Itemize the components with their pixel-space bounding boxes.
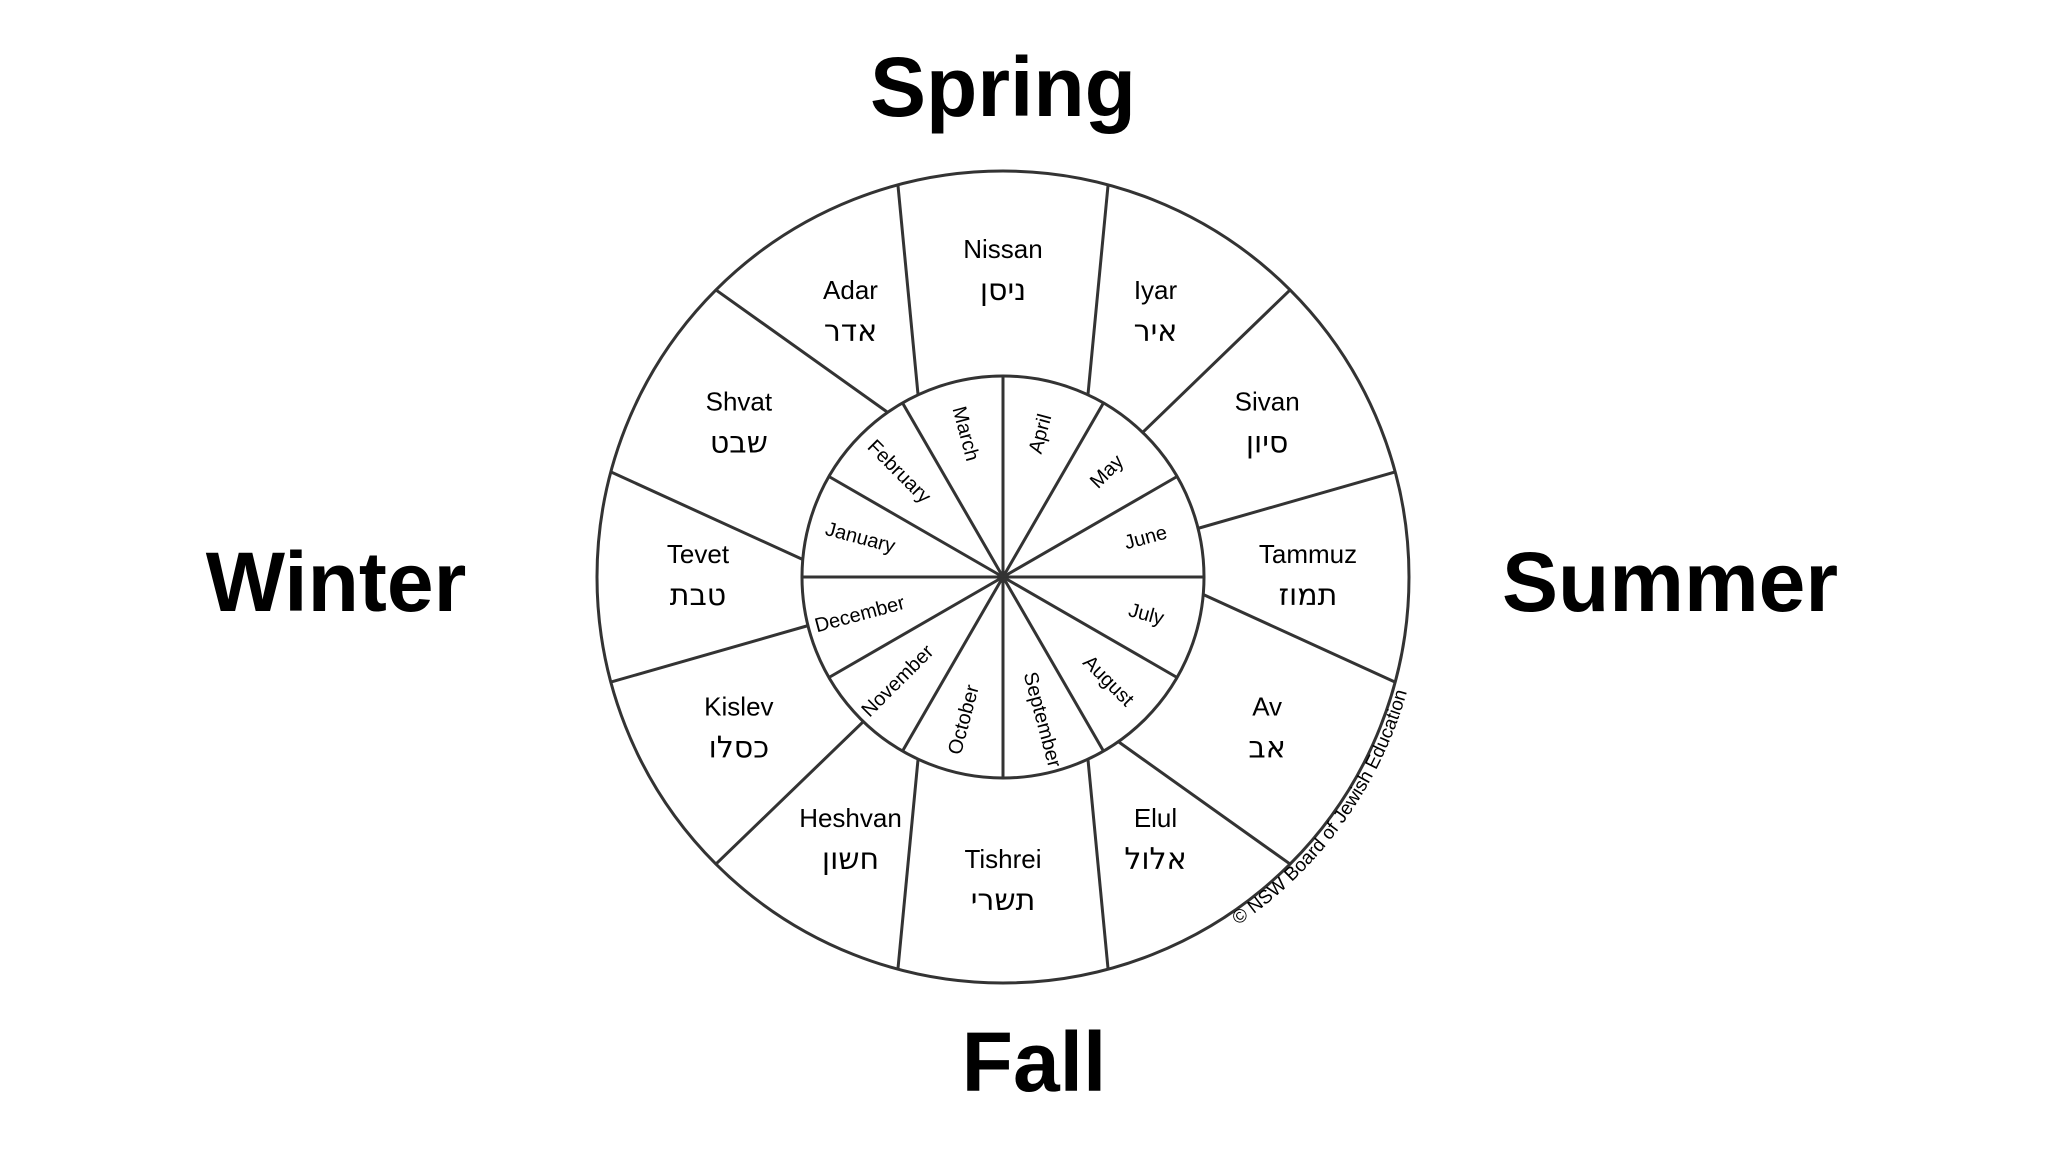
hebrew-month-script: שבט — [710, 426, 768, 461]
hebrew-month-script: אדר — [824, 314, 877, 349]
hebrew-sector-divider — [1117, 740, 1291, 866]
hebrew-month-name: Tishrei — [964, 844, 1041, 874]
hebrew-month-script: כסלו — [709, 731, 770, 766]
gregorian-sector-divider — [828, 575, 1004, 679]
hebrew-sector-divider — [610, 470, 804, 561]
hebrew-sector-divider — [1141, 288, 1292, 434]
hebrew-month-name: Adar — [823, 275, 878, 305]
gregorian-month-label: June — [1122, 522, 1170, 554]
hebrew-month-name: Heshvan — [799, 803, 902, 833]
gregorian-sector-divider — [1002, 575, 1178, 679]
gregorian-sector-divider — [901, 576, 1005, 752]
gregorian-month-label: March — [948, 404, 984, 463]
gregorian-month-label: December — [812, 592, 907, 637]
gregorian-sector-divider — [1001, 576, 1105, 752]
hebrew-sector-divider — [610, 624, 809, 684]
hebrew-month-script: אלול — [1124, 842, 1186, 877]
copyright-notice: © NSW Board of Jewish Education — [1229, 687, 1412, 929]
gregorian-month-label: October — [944, 682, 984, 757]
season-label-spring: Spring — [870, 40, 1136, 134]
outer-ring — [595, 169, 1411, 985]
hebrew-month-name: Iyar — [1134, 275, 1178, 305]
hebrew-sector-divider — [1086, 184, 1110, 395]
hebrew-month-name: Shvat — [706, 387, 773, 417]
season-label-fall: Fall — [961, 1015, 1107, 1109]
hebrew-sector-divider — [715, 288, 889, 414]
hebrew-month-script: ניסן — [980, 273, 1026, 308]
gregorian-sector-divider — [901, 402, 1005, 578]
hebrew-month-script: איר — [1134, 314, 1178, 349]
gregorian-sector-divider — [828, 475, 1004, 579]
gregorian-sector-divider — [1002, 475, 1178, 579]
hebrew-month-name: Sivan — [1235, 387, 1300, 417]
hebrew-month-name: Nissan — [963, 234, 1042, 264]
hebrew-sector-divider — [1086, 759, 1110, 970]
gregorian-month-label: May — [1086, 451, 1128, 493]
hebrew-sector-divider — [1197, 470, 1396, 530]
gregorian-sector-divider — [1001, 402, 1105, 578]
hebrew-month-script: תשרי — [971, 883, 1036, 918]
hebrew-month-name: Elul — [1134, 803, 1177, 833]
hebrew-month-script: תמוז — [1279, 578, 1338, 613]
gregorian-month-label: July — [1126, 599, 1166, 629]
gregorian-month-label: August — [1078, 651, 1138, 711]
hebrew-month-script: סיון — [1246, 426, 1289, 461]
hebrew-month-script: חשון — [822, 842, 879, 877]
gregorian-month-label: April — [1025, 412, 1057, 456]
gregorian-month-label: January — [823, 518, 897, 558]
hebrew-month-script: אב — [1248, 731, 1285, 766]
gregorian-month-label: February — [863, 436, 935, 508]
hebrew-month-name: Tevet — [667, 539, 730, 569]
hebrew-month-script: טבת — [670, 578, 727, 613]
hebrew-sector-divider — [714, 720, 865, 866]
hebrew-month-name: Kislev — [704, 692, 773, 722]
hebrew-month-name: Av — [1252, 692, 1282, 722]
hebrew-sector-divider — [1202, 593, 1396, 684]
season-label-summer: Summer — [1501, 535, 1839, 629]
hebrew-month-name: Tammuz — [1259, 539, 1357, 569]
hebrew-sector-divider — [896, 184, 920, 395]
gregorian-month-label: September — [1019, 670, 1066, 771]
season-label-winter: Winter — [205, 535, 467, 629]
hebrew-sector-divider — [896, 759, 920, 970]
